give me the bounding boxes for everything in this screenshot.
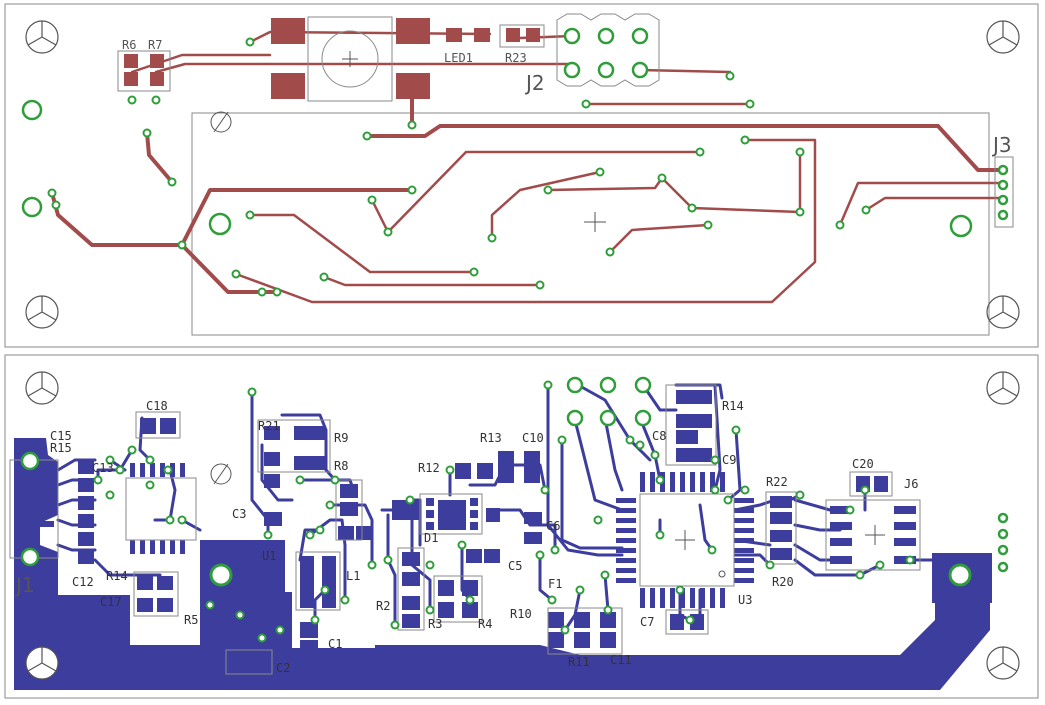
label-c10: C10 [522,431,544,445]
label-j3: J3 [991,133,1012,157]
label-c2: C2 [276,661,290,675]
label-r9: R9 [334,431,348,445]
label-c13: C13 [92,461,114,475]
label-c1: C1 [328,637,342,651]
bottom-part-outlines [9,384,921,675]
label-r6: R6 [122,38,136,52]
bottom-board-outline [4,354,1039,699]
bottom-layer-board: C18 C15 R15 C13 R21 R9 R8 C3 R13 C10 R12… [4,354,1039,699]
mounting-hole-icon [25,371,1020,680]
bottom-large-holes [209,563,972,587]
top-board-outline [4,3,1039,348]
label-c6: C6 [546,519,560,533]
label-d1: D1 [424,531,438,545]
label-j2: J2 [524,71,545,95]
label-c9: C9 [722,453,736,467]
label-l1: L1 [346,569,360,583]
label-led1: LED1 [444,51,473,65]
mounting-hole-icon [25,646,59,680]
label-r2: R2 [376,599,390,613]
label-c8: C8 [652,429,666,443]
label-j6: J6 [904,477,918,491]
label-r8: R8 [334,459,348,473]
label-r5: R5 [184,613,198,627]
label-r14: R14 [722,399,744,413]
mounting-hole-icon [25,20,1020,329]
bottom-smd-pads [14,390,916,670]
label-c7: C7 [640,615,654,629]
label-f1: F1 [548,577,562,591]
label-r23: R23 [505,51,527,65]
label-c5: C5 [508,559,522,573]
label-r4: R4 [478,617,492,631]
label-r11: R11 [568,655,590,669]
label-r20: R20 [772,575,794,589]
label-r3: R3 [428,617,442,631]
bottom-pad-fills [200,500,992,605]
label-c15: C15 [50,429,72,443]
label-c20: C20 [852,457,874,471]
label-r13: R13 [480,431,502,445]
label-r21: R21 [258,419,280,433]
mcu-u3-pads [616,472,754,608]
label-r22: R22 [766,475,788,489]
label-c12: C12 [72,575,94,589]
label-r10: R10 [510,607,532,621]
label-j1: J1 [14,573,35,597]
label-u1: U1 [262,549,276,563]
top-smd-pads [124,18,540,99]
label-c17: C17 [100,595,122,609]
top-copper-traces [50,90,1005,294]
label-c11: C11 [610,653,632,667]
bottom-ground-pour [14,438,990,690]
bottom-vias [20,376,1009,573]
top-part-outlines [117,13,1014,232]
bottom-small-vias [93,380,915,643]
label-r7: R7 [148,38,162,52]
label-r15: R15 [50,441,72,455]
top-small-vias [47,37,871,297]
top-vias [21,27,1009,238]
label-c3: C3 [232,507,246,521]
bottom-labels: C18 C15 R15 C13 R21 R9 R8 C3 R13 C10 R12… [14,399,918,675]
label-u3: U3 [738,593,752,607]
label-r14-bottom: R14 [106,569,128,583]
label-c18: C18 [146,399,168,413]
label-r12: R12 [418,461,440,475]
top-layer-board: R6 R7 LED1 R23 J2 J3 [4,3,1039,348]
